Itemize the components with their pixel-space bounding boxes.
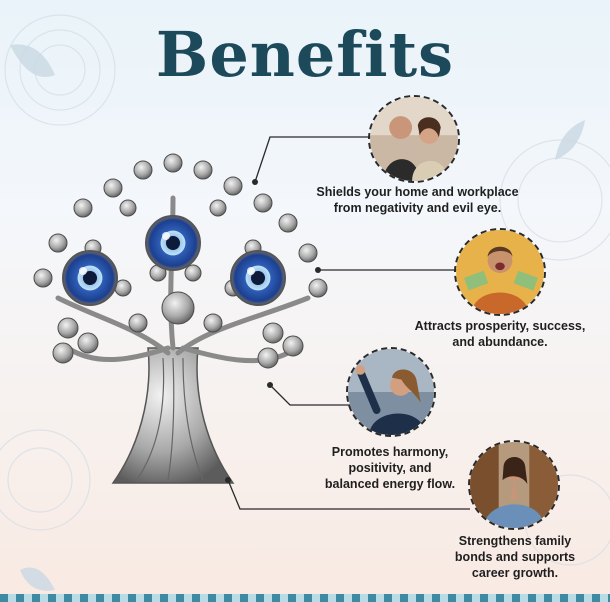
benefit-photo-couple	[368, 95, 460, 183]
page-title: Benefits	[155, 18, 455, 91]
benefit-line: from negativity and evil eye.	[333, 201, 502, 215]
benefit-line: Attracts prosperity, success,	[414, 319, 586, 333]
benefit-line: balanced energy flow.	[324, 477, 456, 491]
benefit-line: Promotes harmony,	[331, 445, 449, 459]
evil-eye-icon	[62, 215, 286, 306]
benefit-photo-money	[454, 228, 546, 316]
benefit-photo-praying-woman	[468, 440, 560, 530]
decorative-bottom-border	[0, 594, 610, 602]
feather-icon	[10, 44, 585, 591]
money-photo-icon	[456, 230, 544, 314]
benefit-line: career growth.	[471, 566, 559, 580]
benefit-photo-celebrating-woman	[346, 347, 436, 437]
benefit-line: Strengthens family	[458, 534, 572, 548]
benefit-caption-2: Attracts prosperity, success, and abunda…	[395, 318, 605, 350]
celebrating-woman-photo-icon	[348, 349, 434, 435]
benefit-caption-3: Promotes harmony, positivity, and balanc…	[305, 444, 475, 492]
benefit-line: and abundance.	[452, 335, 548, 349]
benefit-caption-1: Shields your home and workplace from neg…	[290, 184, 545, 216]
praying-woman-photo-icon	[470, 442, 558, 528]
benefit-line: positivity, and	[348, 461, 432, 475]
benefit-line: bonds and supports	[454, 550, 576, 564]
couple-photo-icon	[370, 97, 458, 181]
benefit-line: Shields your home and workplace	[316, 185, 519, 199]
benefit-caption-4: Strengthens family bonds and supports ca…	[430, 533, 600, 581]
tree-of-life-evil-eye-icon	[33, 153, 328, 484]
